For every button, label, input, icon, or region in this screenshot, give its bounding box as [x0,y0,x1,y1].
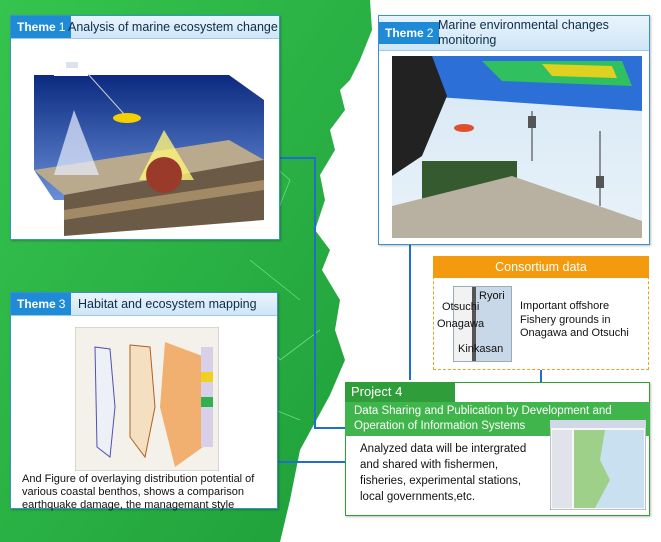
map-label-otsuchi: Otsuchi [442,301,480,313]
project4-subtitle-line2: Operation of Information Systems [354,419,526,432]
connector-theme1-project4 [280,157,345,429]
seafloor-layers [64,180,264,220]
theme2-tag-label: Theme [385,26,424,40]
theme2-illustration [392,56,642,238]
screenshot-map-land [574,430,610,508]
theme3-illustration [75,327,219,471]
theme3-caption-line3: earthquake damage, the managemant style [22,499,235,511]
legend-swatch-a [201,372,213,382]
theme3-caption-line2: various coastal benthos, shows a compari… [22,486,244,498]
ship-cabin [66,62,78,68]
consortium-text-line1: Important offshore [520,300,610,312]
consortium-map [453,286,512,362]
screenshot-sidebar [552,430,572,508]
project4-subtitle: Data Sharing and Publication by Developm… [354,404,644,433]
theme1-illustration [34,62,264,236]
research-ship [54,68,88,76]
theme3-tag-num: 3 [58,297,66,311]
project4-text-line4: local governments,etc. [360,491,476,503]
project4-screenshot [550,420,646,510]
project4-text-line2: and shared with fishermen, [360,459,499,471]
consortium-text-line3: Onagawa and Otsuchi [520,327,629,339]
seabed [392,176,642,238]
screenshot-titlebar [550,420,646,428]
prefecture-borders [239,149,321,421]
theme3-caption: And Figure of overlaying distribution po… [22,473,254,512]
buoy-1 [528,116,536,128]
map-layer-1 [94,346,116,458]
theme3-header [11,293,277,316]
crab-cluster [146,157,182,193]
theme1-header [11,16,279,39]
project4-text-line3: fisheries, experimental stations, [360,475,522,487]
yellow-rov [113,113,141,123]
map-label-onagawa: Onagawa [437,318,485,330]
tether-line [87,73,125,115]
consortium-title: Consortium data [433,256,649,278]
light-cone-left [54,110,99,175]
map-label-kinkasan: Kinkasan [458,343,504,355]
consortium-text-line2: Fishery grounds in [520,313,611,326]
map-label-ryori: Ryori [479,290,505,302]
coast-land [392,56,447,176]
theme3-tag-label: Theme [17,297,56,311]
project4-text-line1: Analyzed data will be intergrated [360,443,527,455]
theme2-title-line1: Marine environmental changes [438,18,609,32]
theme3-title: Habitat and ecosystem mapping [78,297,257,311]
buoy-2 [596,176,604,188]
theme1-tag-label: Theme [17,20,56,34]
map-layer-2 [129,344,156,459]
fish [454,124,474,132]
map-layer-3 [160,342,205,467]
theme2-tag-num: 2 [426,26,434,40]
project4-text: Analyzed data will be intergrated and sh… [360,441,526,505]
project4-subtitle-line1: Data Sharing and Publication by Developm… [354,405,612,417]
theme1-tag-num: 1 [58,20,66,34]
consortium-map-land [454,287,474,361]
theme3-caption-line1: And Figure of overlaying distribution po… [22,473,255,485]
project4-tag: Project 4 [345,382,455,402]
sst-hot-band [542,64,617,78]
theme1-title: Analysis of marine ecosystem change [68,20,278,34]
theme2-title-line2: monitoring [438,33,497,47]
consortium-map-coast [472,287,476,361]
legend-swatch-b [201,397,213,407]
consortium-text: Important offshore Fishery grounds in On… [520,300,629,341]
